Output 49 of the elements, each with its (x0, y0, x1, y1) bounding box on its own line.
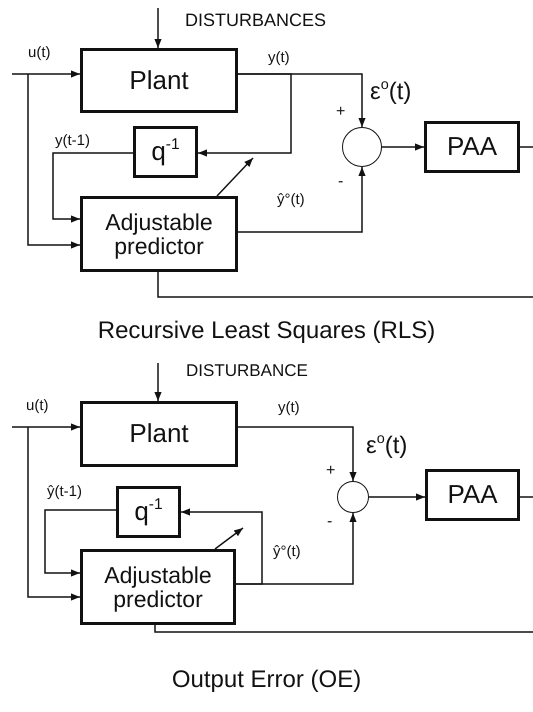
arrow (154, 8, 162, 48)
summing-junction (342, 127, 382, 167)
sign-label: - (338, 174, 344, 190)
arrow (236, 513, 357, 585)
edge-label: u(t) (28, 45, 50, 60)
arrow (216, 157, 254, 197)
edge-label: ŷ°(t) (277, 192, 305, 207)
sign-label: + (326, 463, 336, 479)
panel-caption: Output Error (OE) (172, 668, 362, 692)
arrow (382, 143, 424, 151)
edge-label: ŷ°(t) (273, 544, 301, 559)
signal-line (520, 496, 533, 498)
edge-label: y(t) (268, 50, 290, 65)
input-label: DISTURBANCE (186, 362, 308, 379)
process-block: PAA (424, 121, 520, 173)
input-label: DISTURBANCES (185, 11, 326, 29)
predictor-block: Adjustable predictor (80, 549, 236, 625)
signal-label: ε$^{o}$(t) (366, 434, 408, 458)
edge-label: y(t) (278, 400, 300, 415)
signal-line (520, 146, 533, 148)
arrow (238, 426, 357, 481)
delay-block: q$^{-1}$ (133, 126, 198, 178)
signal-line (154, 625, 533, 633)
process-block: PAA (425, 469, 520, 521)
edge-label: u(t) (26, 398, 48, 413)
arrow (369, 493, 425, 501)
sign-label: + (336, 104, 346, 120)
panel-caption: Recursive Least Squares (RLS) (98, 319, 436, 343)
arrow (214, 527, 244, 550)
arrow (27, 427, 80, 601)
signal-label: ε$^{o}$(t) (370, 80, 412, 104)
summing-junction (337, 481, 369, 513)
arrow (238, 167, 366, 233)
arrow (181, 508, 263, 585)
arrow (44, 509, 116, 577)
edge-label: ŷ(t-1) (47, 484, 82, 499)
delay-block: q$^{-1}$ (116, 486, 181, 538)
arrow (154, 363, 162, 401)
arrow (27, 74, 80, 249)
process-block: Plant (80, 48, 238, 113)
signal-line (157, 272, 533, 298)
arrow (12, 70, 80, 78)
arrow (52, 152, 133, 223)
sign-label: - (327, 514, 332, 530)
predictor-block: Adjustable predictor (80, 196, 238, 272)
arrow (198, 73, 292, 157)
process-block: Plant (80, 401, 238, 467)
edge-label: y(t-1) (55, 133, 90, 148)
arrow (12, 423, 80, 431)
